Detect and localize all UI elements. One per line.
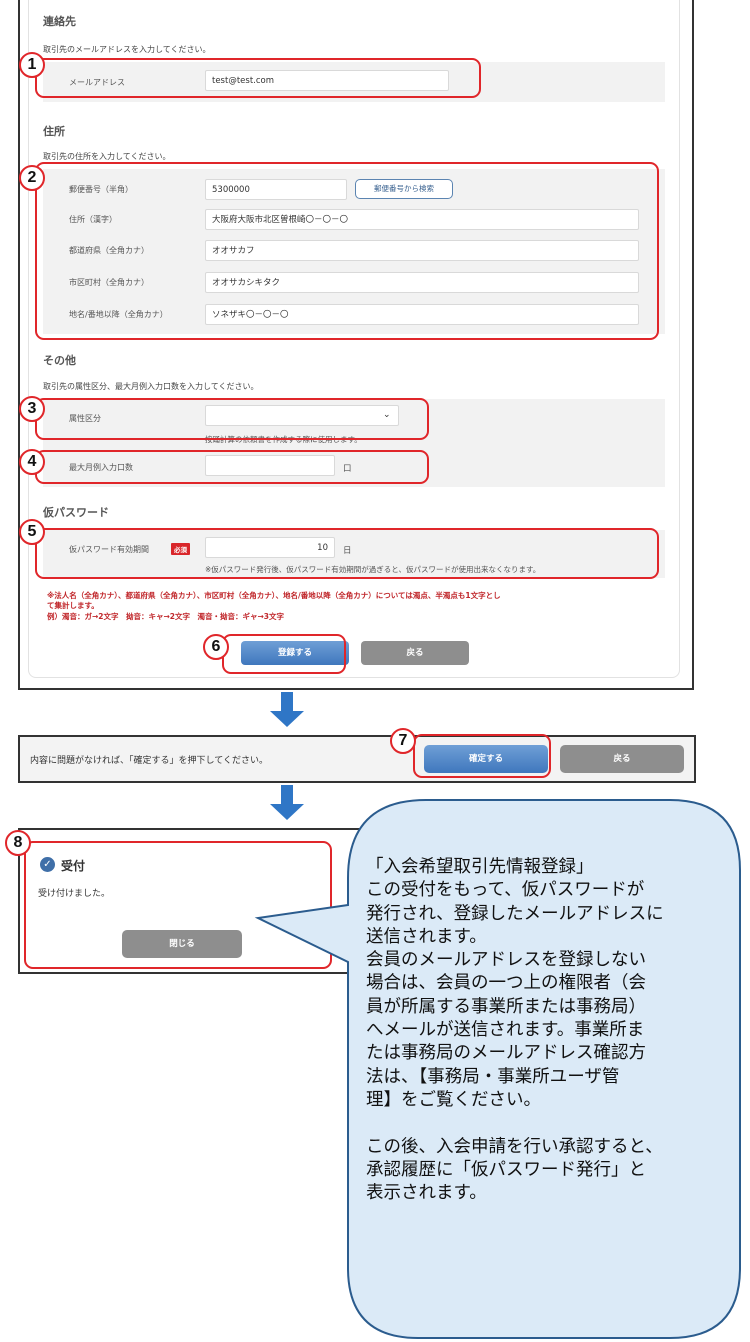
prefecture-field[interactable]: オオサカフ: [205, 240, 639, 261]
reception-dialog: ✓ 受付 受け付けました。 閉じる: [18, 828, 372, 974]
callout-line: 場合は、会員の一つ上の権限者（会: [366, 973, 646, 994]
step-marker-4: 4: [19, 449, 45, 475]
down-arrow-icon: [281, 692, 293, 712]
callout-line: 法は、【事務局・事業所ユーザ管: [366, 1066, 620, 1087]
address-kanji-label: 住所（漢字）: [69, 215, 117, 224]
kana-count-note-line2: て集計します。: [47, 601, 99, 610]
address-rows: 郵便番号（半角） 5300000 郵便番号から検索 住所（漢字） 大阪府大阪市北…: [43, 169, 665, 334]
close-button[interactable]: 閉じる: [122, 930, 242, 958]
max-entries-field[interactable]: [205, 455, 335, 476]
kana-count-note-line1: ※法人名（全角カナ）、都道府県（全角カナ）、市区町村（全角カナ）、地名/番地以降…: [47, 591, 501, 600]
down-arrow-icon-2: [281, 785, 293, 805]
down-arrow-head-icon-2: [270, 804, 304, 820]
step-marker-5: 5: [19, 519, 45, 545]
callout-spacer: [366, 1112, 746, 1135]
attribute-label: 属性区分: [69, 414, 101, 423]
annotation-box-5: [35, 528, 659, 579]
step-marker-3: 3: [19, 396, 45, 422]
reception-message: 受け付けました。: [38, 889, 111, 899]
address-kanji-field[interactable]: 大阪府大阪市北区曽根崎〇－〇－〇: [205, 209, 639, 230]
down-arrow-head-icon: [270, 711, 304, 727]
callout-text: 「入会希望取引先情報登録」 この受付をもって、仮パスワードが 発行され、登録した…: [366, 856, 746, 1205]
temp-password-row: 仮パスワード有効期間 必須 10 日 ※仮パスワード発行後、仮パスワード有効期間…: [43, 530, 665, 578]
max-entries-label: 最大月例入力口数: [69, 463, 133, 472]
contact-section-description: 取引先のメールアドレスを入力してください。: [43, 45, 211, 54]
validity-label: 仮パスワード有効期間: [69, 545, 149, 554]
other-section-description: 取引先の属性区分、最大月例入力口数を入力してください。: [43, 382, 259, 391]
step-marker-7: 7: [390, 728, 416, 754]
other-section-title: その他: [43, 354, 76, 367]
postal-search-button[interactable]: 郵便番号から検索: [355, 179, 453, 199]
kana-count-example: 例）濁音：ガ→2文字 拗音：キャ→2文字 濁音・拗音：ギャ→3文字: [47, 612, 285, 621]
validity-field[interactable]: 10: [205, 537, 335, 558]
attribute-select[interactable]: [205, 405, 399, 426]
callout-bubble-shape: [254, 799, 741, 1339]
prefecture-label: 都道府県（全角カナ）: [69, 246, 149, 255]
street-field[interactable]: ソネザキ〇－〇－〇: [205, 304, 639, 325]
callout-line: 表示されます。: [366, 1183, 487, 1204]
email-label: メールアドレス: [69, 78, 125, 87]
validity-note: ※仮パスワード発行後、仮パスワード有効期間が過ぎると、仮パスワードが使用出来なく…: [205, 565, 541, 574]
back-button[interactable]: 戻る: [361, 641, 469, 665]
address-section-description: 取引先の住所を入力してください。: [43, 152, 171, 161]
city-field[interactable]: オオサカシキタク: [205, 272, 639, 293]
confirm-message: 内容に問題がなければ、「確定する」を押下してください。: [30, 756, 268, 766]
city-label: 市区町村（全角カナ）: [69, 278, 149, 287]
confirm-back-button[interactable]: 戻る: [560, 745, 684, 773]
callout-line: 発行され、登録したメールアドレスに: [366, 903, 664, 924]
chevron-down-icon[interactable]: ⌄: [383, 410, 391, 420]
callout-line: 理】をご覧ください。: [366, 1089, 541, 1110]
callout-line: へメールが送信されます。事業所ま: [366, 1020, 645, 1041]
callout-line: 員が所属する事業所または事務局）: [366, 996, 646, 1017]
max-entries-unit: 口: [343, 464, 352, 474]
callout-line: 「入会希望取引先情報登録」: [366, 857, 594, 877]
annotation-box-2: [35, 162, 659, 340]
annotation-box-1: [35, 58, 481, 98]
postal-code-label: 郵便番号（半角）: [69, 185, 133, 194]
check-circle-icon: ✓: [40, 857, 55, 872]
reception-title: 受付: [61, 859, 86, 873]
callout-line: この後、入会申請を行い承認すると、: [366, 1136, 663, 1157]
other-rows: 属性区分 ⌄ 按踊計算の依頼書を作成する際に使用します。 最大月例入力口数 口: [43, 399, 665, 487]
required-badge: 必須: [171, 543, 190, 555]
annotation-box-7: [413, 734, 551, 778]
callout-line: 承認履歴に「仮パスワード発行」と: [366, 1159, 646, 1180]
step-marker-2: 2: [19, 165, 45, 191]
contact-section-title: 連絡先: [43, 15, 76, 28]
callout-line: 送信されます。: [366, 926, 487, 947]
callout-line: 会員のメールアドレスを登録しない: [366, 950, 646, 971]
street-label: 地名/番地以降（全角カナ）: [69, 310, 168, 319]
confirm-button[interactable]: 確定する: [424, 745, 548, 773]
annotation-box-8: [24, 841, 332, 969]
callout-line: この受付をもって、仮パスワードが: [366, 880, 645, 901]
step-marker-1: 1: [19, 52, 45, 78]
postal-code-field[interactable]: 5300000: [205, 179, 347, 200]
callout-line: たは事務局のメールアドレス確認方: [366, 1043, 646, 1064]
address-section-title: 住所: [43, 125, 65, 138]
temp-password-section-title: 仮パスワード: [43, 506, 109, 519]
email-row: メールアドレス test@test.com: [43, 62, 665, 102]
confirm-bar: 内容に問題がなければ、「確定する」を押下してください。 確定する 戻る: [18, 735, 696, 783]
validity-unit: 日: [343, 546, 352, 556]
email-field[interactable]: test@test.com: [205, 70, 449, 91]
step-marker-8: 8: [5, 830, 31, 856]
register-button[interactable]: 登録する: [241, 641, 349, 665]
step-marker-6: 6: [203, 634, 229, 660]
